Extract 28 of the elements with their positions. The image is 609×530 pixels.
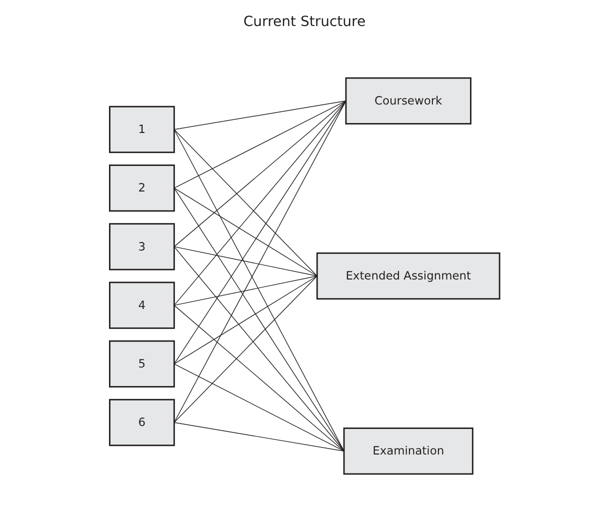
node-box: 1	[108, 106, 175, 154]
connector	[174, 129, 344, 452]
node-box: 4	[108, 282, 175, 329]
connector	[174, 276, 318, 306]
diagram-title: Current Structure	[242, 13, 367, 32]
connector	[174, 246, 318, 276]
connector	[174, 100, 346, 248]
connector	[174, 129, 318, 276]
connector	[174, 188, 344, 452]
node-box: Coursework	[345, 77, 472, 124]
connector	[174, 276, 318, 423]
connector	[174, 100, 346, 364]
connector	[174, 304, 344, 452]
node-box: 5	[108, 340, 175, 388]
connector	[174, 246, 344, 452]
connector	[174, 188, 318, 276]
node-box: 2	[108, 164, 175, 212]
connector	[174, 276, 318, 364]
connector	[174, 100, 346, 188]
node-box: 6	[108, 398, 175, 446]
node-box: Examination	[343, 428, 474, 475]
node-box: Extended Assignment	[316, 252, 500, 300]
connector	[174, 100, 346, 306]
connector	[174, 100, 346, 423]
connector	[174, 422, 344, 452]
connector	[174, 364, 344, 452]
connector	[174, 100, 346, 130]
node-box: 3	[108, 223, 175, 270]
